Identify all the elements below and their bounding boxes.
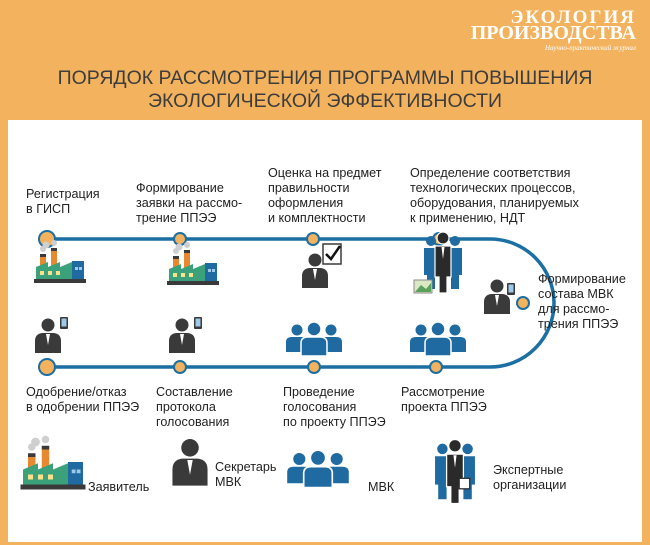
step-label-protocol: Составление протокола голосования: [156, 385, 233, 429]
step-label-assessment: Оценка на предмет правильности оформлени…: [268, 166, 382, 225]
node-step3: [306, 232, 320, 246]
secretary-icon-step8: [169, 317, 202, 353]
legend-experts: Экспертные организации: [493, 463, 567, 492]
logo-line1: ЭКОЛОГИЯ: [510, 7, 636, 28]
logo-subtitle: Научно-практический журнал: [545, 44, 636, 52]
factory-icon-step2: [167, 242, 219, 285]
journal-logo: ЭКОЛОГИЯ ПРОИЗВОДСТВА Научно-практически…: [471, 7, 636, 53]
legend-applicant: Заявитель: [88, 480, 150, 494]
step-label-application: Формирование заявки на рассмо- трение ПП…: [136, 181, 243, 225]
applicant-factory-icon: [20, 435, 86, 490]
mvk-team-icon: [286, 449, 350, 489]
title-line2: ЭКОЛОГИЧЕСКОЙ ЭФФЕКТИВНОСТИ: [147, 90, 503, 112]
secretary-icon-step9: [35, 317, 68, 353]
team-icon-step6: [409, 321, 467, 357]
step-label-approval: Одобрение/отказ в одобрении ППЭЭ: [26, 385, 140, 414]
step-label-ndt-check: Определение соответствия технологических…: [410, 166, 579, 225]
node-step7: [307, 360, 321, 374]
legend-mvk: МВК: [368, 480, 395, 494]
node-step5: [516, 296, 530, 310]
title-line1: ПОРЯДОК РАССМОТРЕНИЯ ПРОГРАММЫ ПОВЫШЕНИЯ: [57, 67, 593, 89]
legend-secretary: Секретарь МВК: [215, 460, 277, 489]
node-step6: [429, 360, 443, 374]
experts-legend-icon: [434, 438, 476, 505]
page-title: ПОРЯДОК РАССМОТРЕНИЯ ПРОГРАММЫ ПОВЫШЕНИЯ…: [0, 67, 650, 113]
checklist-person-icon: [302, 243, 342, 288]
node-step9: [38, 358, 56, 376]
logo-line2: ПРОИЗВОДСТВА: [470, 22, 636, 44]
secretary-legend-icon: [172, 439, 208, 486]
factory-icon-step1: [34, 240, 86, 283]
technology-experts-icon: [413, 231, 463, 294]
team-icon-step7: [285, 321, 343, 357]
step-label-review: Рассмотрение проекта ППЭЭ: [401, 385, 487, 414]
secretary-icon-step5: [484, 279, 515, 314]
node-step8: [173, 360, 187, 374]
step-label-mvk-formation: Формирование состава МВК для рассмо- тре…: [538, 272, 626, 331]
node-step2: [173, 232, 187, 246]
step-label-registration: Регистрация в ГИСП: [26, 187, 100, 216]
process-track: [47, 237, 556, 369]
step-label-voting: Проведение голосования по проекту ППЭЭ: [283, 385, 386, 429]
